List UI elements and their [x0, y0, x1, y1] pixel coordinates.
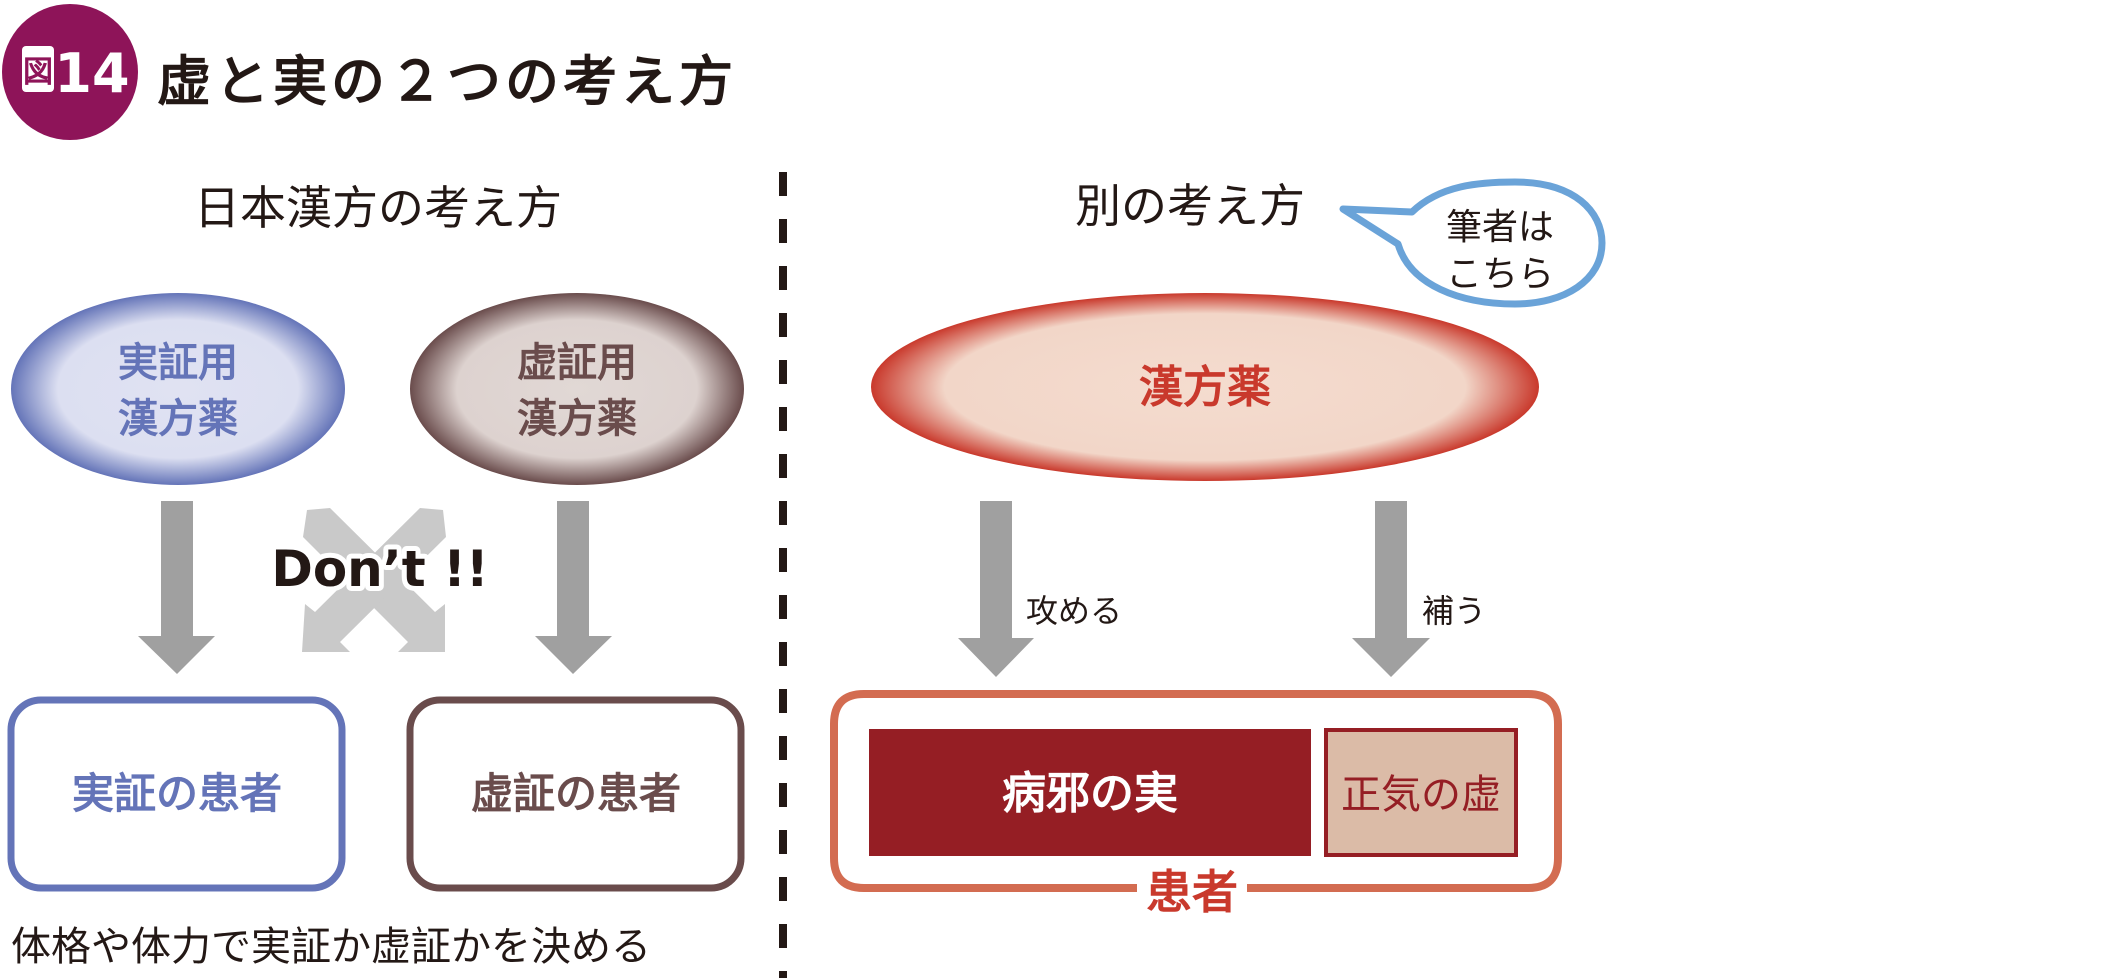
- patient-jitsu-label: 実証の患者: [72, 769, 282, 818]
- herb-jitsu-line2: 漢方薬: [118, 396, 238, 442]
- evil-excess-label: 病邪の実: [1002, 768, 1178, 819]
- cross-arrow-right-to-left: [302, 508, 446, 652]
- figure-badge: 図 14: [2, 4, 138, 140]
- badge-glyph: 図: [23, 55, 53, 90]
- figure-title: 虚と実の２つの考え方: [157, 50, 737, 113]
- speech-bubble-line1: 筆者は: [1446, 207, 1554, 248]
- right-panel-heading: 別の考え方: [1075, 179, 1305, 233]
- left-panel-heading: 日本漢方の考え方: [194, 181, 562, 235]
- patient-kyo-label: 虚証の患者: [471, 769, 681, 818]
- left-panel-caption: 体格や体力で実証か虚証かを決める: [11, 924, 651, 970]
- herb-kampo-label: 漢方薬: [1139, 362, 1271, 413]
- arrow-supplement-down: [1352, 501, 1430, 677]
- herb-jitsu-line1: 実証用: [118, 340, 238, 386]
- arrow-jitsu-down: [138, 501, 215, 674]
- speech-bubble-shape: [1339, 178, 1606, 308]
- speech-bubble-line2: こちら: [1446, 254, 1554, 295]
- herb-jitsu-ellipse: 実証用 漢方薬: [11, 293, 345, 485]
- badge-number: 14: [54, 42, 129, 105]
- herb-kampo-ellipse: 漢方薬: [871, 293, 1539, 481]
- patient-jitsu-box: [7, 696, 346, 892]
- herb-kyo-line2: 漢方薬: [517, 396, 637, 442]
- patient-kyo-box: [406, 696, 745, 892]
- qi-deficiency-label: 正気の虚: [1341, 772, 1501, 818]
- arrow-supplement-label: 補う: [1422, 592, 1486, 630]
- qi-deficiency-block: [1324, 728, 1518, 857]
- arrow-attack-down: [958, 501, 1034, 677]
- evil-excess-block: [869, 729, 1311, 856]
- speech-bubble: 筆者は こちら: [1339, 178, 1606, 308]
- badge-circle: [2, 4, 138, 140]
- badge-glyph-box: [22, 46, 54, 92]
- arrow-attack-label: 攻める: [1026, 592, 1122, 630]
- patient-outer-box: [830, 690, 1562, 892]
- herb-kyo-ellipse: 虚証用 漢方薬: [410, 293, 744, 485]
- herb-kyo-line1: 虚証用: [517, 340, 637, 386]
- crossed-arrows-icon: [302, 508, 446, 652]
- arrow-kyo-down: [535, 501, 612, 674]
- patient-label: 患者: [1146, 865, 1238, 919]
- dont-label: Don’t !!: [271, 540, 488, 598]
